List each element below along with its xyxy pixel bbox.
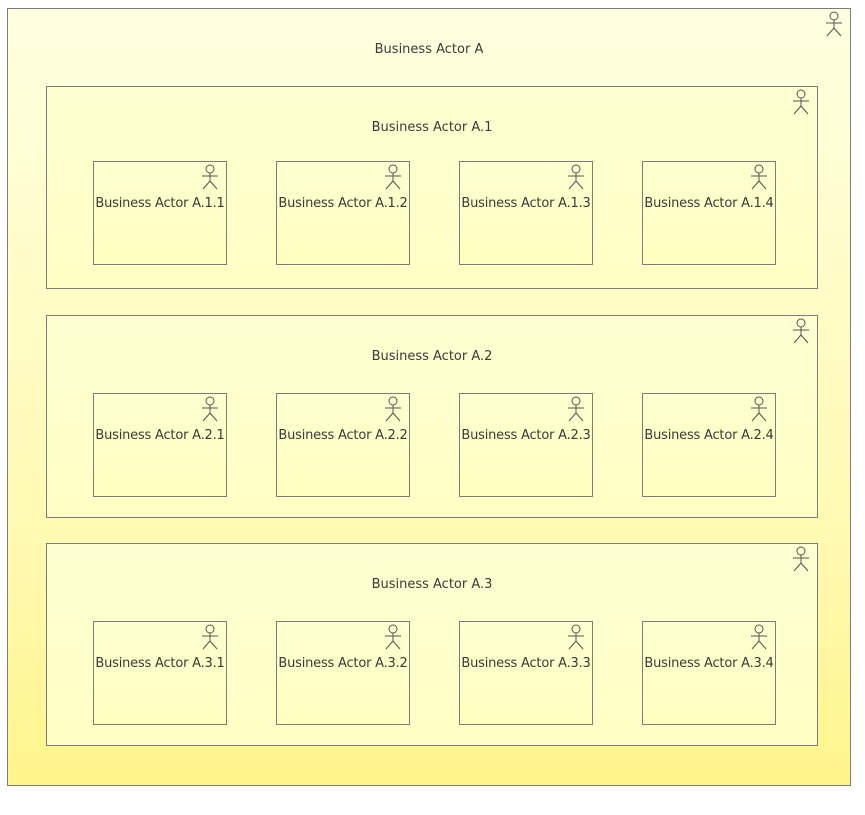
business-actor-a34[interactable]: Business Actor A.3.4 bbox=[642, 621, 776, 725]
business-actor-icon bbox=[383, 624, 403, 650]
business-actor-a34-label: Business Actor A.3.4 bbox=[644, 656, 774, 671]
business-actor-a2-label: Business Actor A.2 bbox=[371, 349, 493, 364]
business-actor-a31[interactable]: Business Actor A.3.1 bbox=[93, 621, 227, 725]
business-actor-icon bbox=[200, 396, 220, 422]
business-actor-a13-label: Business Actor A.1.3 bbox=[461, 196, 591, 211]
business-actor-a3-label: Business Actor A.3 bbox=[371, 577, 493, 592]
business-actor-icon bbox=[566, 624, 586, 650]
business-actor-a[interactable]: Business Actor A Business Actor A.1 Busi… bbox=[7, 8, 851, 786]
business-actor-icon bbox=[200, 624, 220, 650]
business-actor-a31-label: Business Actor A.3.1 bbox=[95, 656, 225, 671]
business-actor-a1-label: Business Actor A.1 bbox=[371, 120, 493, 135]
business-actor-a3[interactable]: Business Actor A.3 Business Actor A.3.1 … bbox=[46, 543, 818, 746]
business-actor-a11-label: Business Actor A.1.1 bbox=[95, 196, 225, 211]
business-actor-icon bbox=[749, 164, 769, 190]
business-actor-a13[interactable]: Business Actor A.1.3 bbox=[459, 161, 593, 265]
business-actor-a32[interactable]: Business Actor A.3.2 bbox=[276, 621, 410, 725]
business-actor-a14[interactable]: Business Actor A.1.4 bbox=[642, 161, 776, 265]
business-actor-icon bbox=[791, 89, 811, 115]
business-actor-a-label: Business Actor A bbox=[374, 42, 484, 57]
business-actor-a21-label: Business Actor A.2.1 bbox=[95, 428, 225, 443]
business-actor-icon bbox=[791, 318, 811, 344]
business-actor-icon bbox=[824, 11, 844, 37]
business-actor-icon bbox=[791, 546, 811, 572]
business-actor-icon bbox=[200, 164, 220, 190]
business-actor-icon bbox=[566, 396, 586, 422]
business-actor-a24-label: Business Actor A.2.4 bbox=[644, 428, 774, 443]
business-actor-a1[interactable]: Business Actor A.1 Business Actor A.1.1 … bbox=[46, 86, 818, 289]
business-actor-a14-label: Business Actor A.1.4 bbox=[644, 196, 774, 211]
business-actor-a21[interactable]: Business Actor A.2.1 bbox=[93, 393, 227, 497]
business-actor-icon bbox=[749, 396, 769, 422]
business-actor-a32-label: Business Actor A.3.2 bbox=[278, 656, 408, 671]
business-actor-a22-label: Business Actor A.2.2 bbox=[278, 428, 408, 443]
business-actor-a12[interactable]: Business Actor A.1.2 bbox=[276, 161, 410, 265]
business-actor-a23-label: Business Actor A.2.3 bbox=[461, 428, 591, 443]
business-actor-a22[interactable]: Business Actor A.2.2 bbox=[276, 393, 410, 497]
business-actor-a11[interactable]: Business Actor A.1.1 bbox=[93, 161, 227, 265]
business-actor-a33[interactable]: Business Actor A.3.3 bbox=[459, 621, 593, 725]
business-actor-a33-label: Business Actor A.3.3 bbox=[461, 656, 591, 671]
business-actor-icon bbox=[383, 396, 403, 422]
business-actor-a24[interactable]: Business Actor A.2.4 bbox=[642, 393, 776, 497]
business-actor-icon bbox=[749, 624, 769, 650]
business-actor-a23[interactable]: Business Actor A.2.3 bbox=[459, 393, 593, 497]
business-actor-icon bbox=[566, 164, 586, 190]
business-actor-icon bbox=[383, 164, 403, 190]
business-actor-a12-label: Business Actor A.1.2 bbox=[278, 196, 408, 211]
business-actor-a2[interactable]: Business Actor A.2 Business Actor A.2.1 … bbox=[46, 315, 818, 518]
